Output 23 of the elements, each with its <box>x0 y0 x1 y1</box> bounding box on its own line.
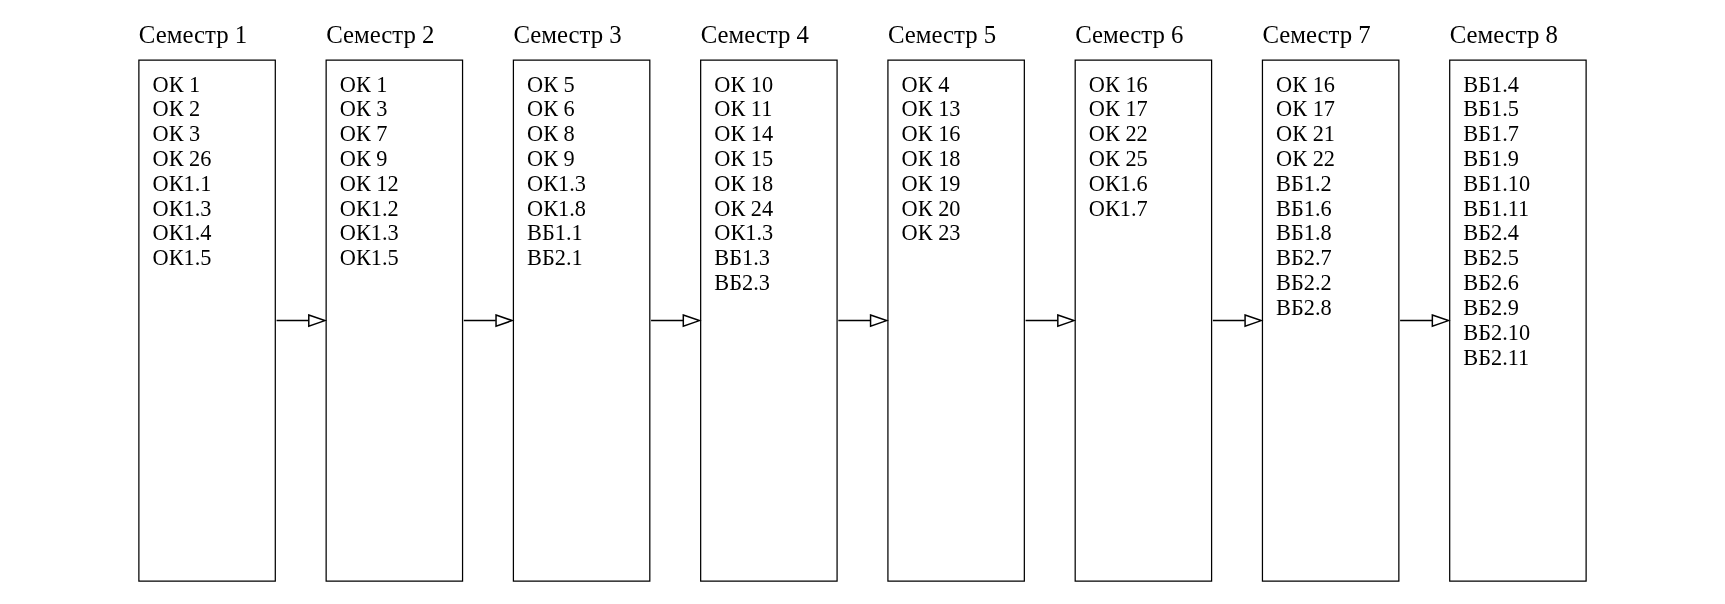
node-label: Семестр 3 <box>513 20 622 48</box>
node-box: ОК 1 ОК 2 ОК 3 ОК 26 ОК1.1 ОК1.3 ОК1.4 ОК1.5 <box>138 59 276 582</box>
node-label: Семестр 7 <box>1262 20 1371 48</box>
arrow <box>1399 313 1451 328</box>
node-label: Семестр 2 <box>326 20 435 48</box>
arrow <box>1024 313 1077 328</box>
node-label: Семестр 1 <box>138 20 248 48</box>
node-box: ОК 16 ОК 17 ОК 21 ОК 22 ВБ1.2 ВБ1.6 ВБ1.8 ВБ2.7 ВБ2.2 ВБ2.8 <box>1261 59 1400 582</box>
node-box: ОК 10 ОК 11 ОК 14 ОК 15 ОК 18 ОК 24 ОК1.3 ВБ1.3 ВБ2.3 <box>700 59 838 582</box>
arrow <box>463 313 515 328</box>
node-label: Семестр 4 <box>700 20 809 48</box>
node-label: Семестр 5 <box>887 20 997 48</box>
arrow <box>650 313 702 328</box>
node-box: ВБ1.4 ВБ1.5 ВБ1.7 ВБ1.9 ВБ1.10 ВБ1.11 ВБ2.4 ВБ2.5 ВБ2.6 ВБ2.9 ВБ2.10 ВБ2.11 <box>1449 59 1587 582</box>
arrow <box>1212 313 1264 328</box>
node-box: ОК 5 ОК 6 ОК 8 ОК 9 ОК1.3 ОК1.8 ВБ1.1 ВБ2.1 <box>512 59 651 582</box>
node-box: ОК 16 ОК 17 ОК 22 ОК 25 ОК1.6 ОК1.7 <box>1074 59 1213 582</box>
node-label: Семестр 8 <box>1449 20 1559 48</box>
node-box: ОК 1 ОК 3 ОК 7 ОК 9 ОК 12 ОК1.2 ОК1.3 ОК1.5 <box>325 59 464 582</box>
arrow <box>275 313 328 328</box>
node-box: ОК 4 ОК 13 ОК 16 ОК 18 ОК 19 ОК 20 ОК 23 <box>887 59 1025 582</box>
arrow <box>837 313 889 328</box>
node-label: Семестр 6 <box>1075 20 1184 48</box>
